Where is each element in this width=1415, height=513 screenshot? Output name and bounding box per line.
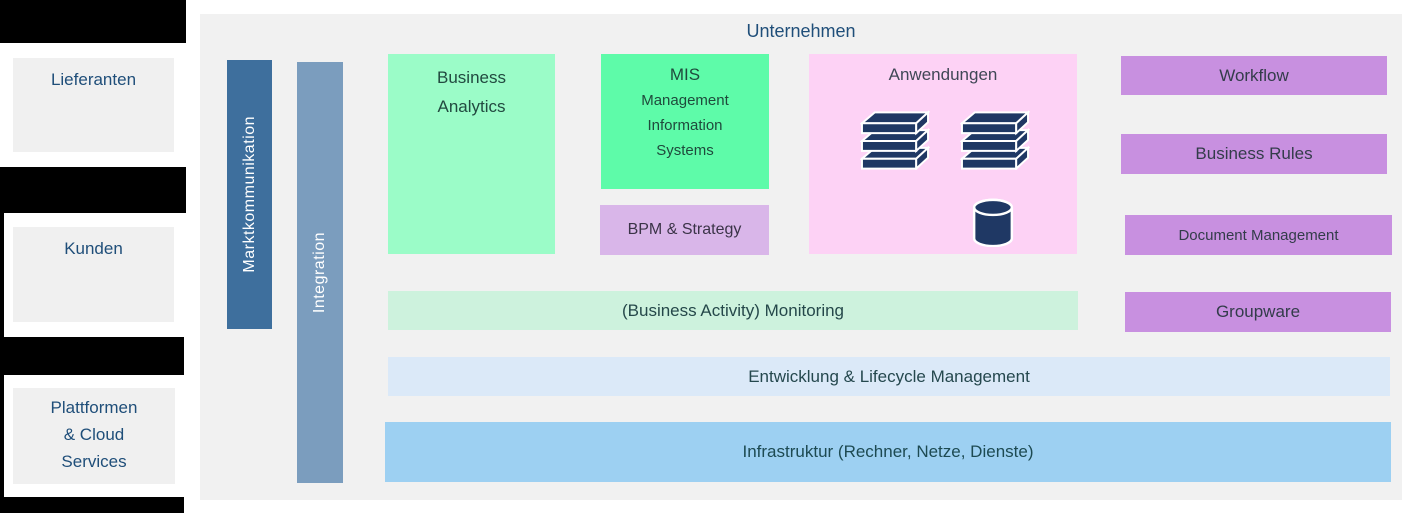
left-rail-bar-2 xyxy=(0,167,186,213)
development-layer: Entwicklung & Lifecycle Management xyxy=(388,357,1390,396)
mis-box: MIS Management Information Systems xyxy=(601,54,769,189)
platforms-line-1: Plattformen xyxy=(50,398,138,417)
infrastructure-layer: Infrastruktur (Rechner, Netze, Dienste) xyxy=(385,422,1391,482)
business-analytics-line-2: Analytics xyxy=(437,97,506,116)
groupware-box: Groupware xyxy=(1125,292,1391,332)
server-stack-icon xyxy=(960,110,1030,170)
monitoring-label: (Business Activity) Monitoring xyxy=(621,300,845,320)
document-management-label: Document Management xyxy=(1178,226,1339,244)
applications-box: Anwendungen xyxy=(809,54,1077,254)
groupware-label: Groupware xyxy=(1215,302,1301,321)
database-icon xyxy=(971,198,1015,247)
platforms-box: Plattformen & Cloud Services xyxy=(13,388,175,484)
enterprise-title: Unternehmen xyxy=(746,21,856,41)
customers-box: Kunden xyxy=(13,227,174,322)
suppliers-label: Lieferanten xyxy=(50,70,137,89)
left-rail-edge-strip-2 xyxy=(0,375,4,497)
integration-bar: Integration xyxy=(297,62,343,483)
development-label: Entwicklung & Lifecycle Management xyxy=(748,366,1030,386)
enterprise-panel: Unternehmen Marktkommunikation Integrati… xyxy=(200,14,1402,500)
platforms-line-2: & Cloud xyxy=(63,425,125,444)
document-management-box: Document Management xyxy=(1125,215,1392,255)
left-rail-edge-strip-1 xyxy=(0,213,4,337)
business-analytics-line-1: Business xyxy=(437,68,506,87)
left-rail-bar-3 xyxy=(0,337,184,375)
left-rail-bottom-bar xyxy=(0,497,184,513)
bpm-strategy-label: BPM & Strategy xyxy=(627,221,742,238)
applications-title: Anwendungen xyxy=(888,65,998,84)
monitoring-layer: (Business Activity) Monitoring xyxy=(388,291,1078,330)
mis-line-2: Information xyxy=(647,117,723,134)
infrastructure-label: Infrastruktur (Rechner, Netze, Dienste) xyxy=(742,442,1034,461)
mis-line-1: Management xyxy=(641,92,729,109)
customers-label: Kunden xyxy=(64,239,123,258)
business-rules-label: Business Rules xyxy=(1195,144,1313,163)
mis-title: MIS xyxy=(669,65,701,84)
platforms-line-3: Services xyxy=(61,452,127,471)
market-communication-bar: Marktkommunikation xyxy=(227,60,272,329)
integration-label: Integration xyxy=(311,231,328,314)
server-stack-icon xyxy=(860,110,930,170)
market-communication-label: Marktkommunikation xyxy=(240,116,258,273)
business-rules-box: Business Rules xyxy=(1121,134,1387,174)
workflow-box: Workflow xyxy=(1121,56,1387,95)
bpm-strategy-box: BPM & Strategy xyxy=(600,205,769,255)
left-rail-top-bar xyxy=(0,0,186,43)
suppliers-box: Lieferanten xyxy=(13,58,174,152)
business-analytics-box: Business Analytics xyxy=(388,54,555,254)
mis-line-3: Systems xyxy=(656,142,714,159)
workflow-label: Workflow xyxy=(1219,65,1289,85)
